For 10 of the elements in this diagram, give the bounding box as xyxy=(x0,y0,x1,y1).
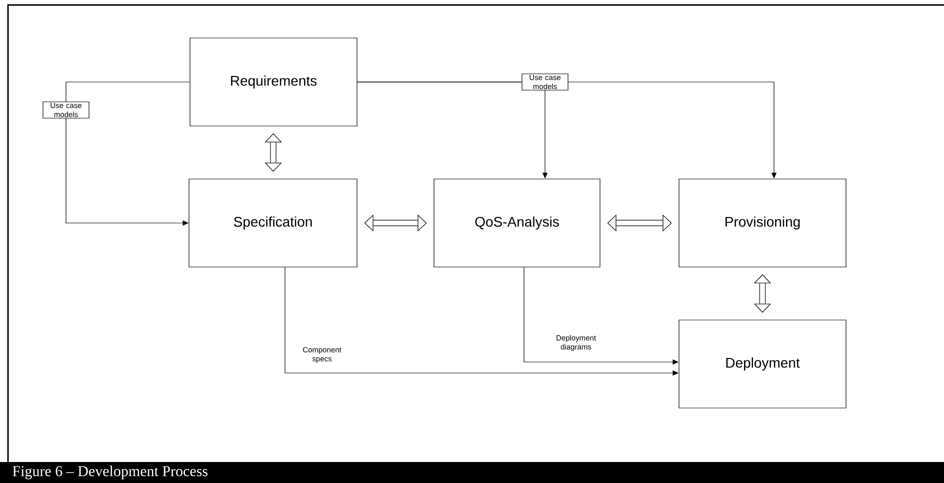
double-arrow xyxy=(754,274,772,313)
caption-bar: Figure 6 – Development Process xyxy=(0,462,944,483)
double-arrow xyxy=(264,133,282,172)
process-box: Specification xyxy=(188,178,358,268)
process-box: QoS-Analysis xyxy=(434,178,600,268)
process-box: Deployment xyxy=(678,320,846,408)
double-arrow xyxy=(607,214,672,232)
process-box: Provisioning xyxy=(678,178,846,268)
double-arrow xyxy=(364,214,427,232)
process-box: Requirements xyxy=(190,38,358,126)
